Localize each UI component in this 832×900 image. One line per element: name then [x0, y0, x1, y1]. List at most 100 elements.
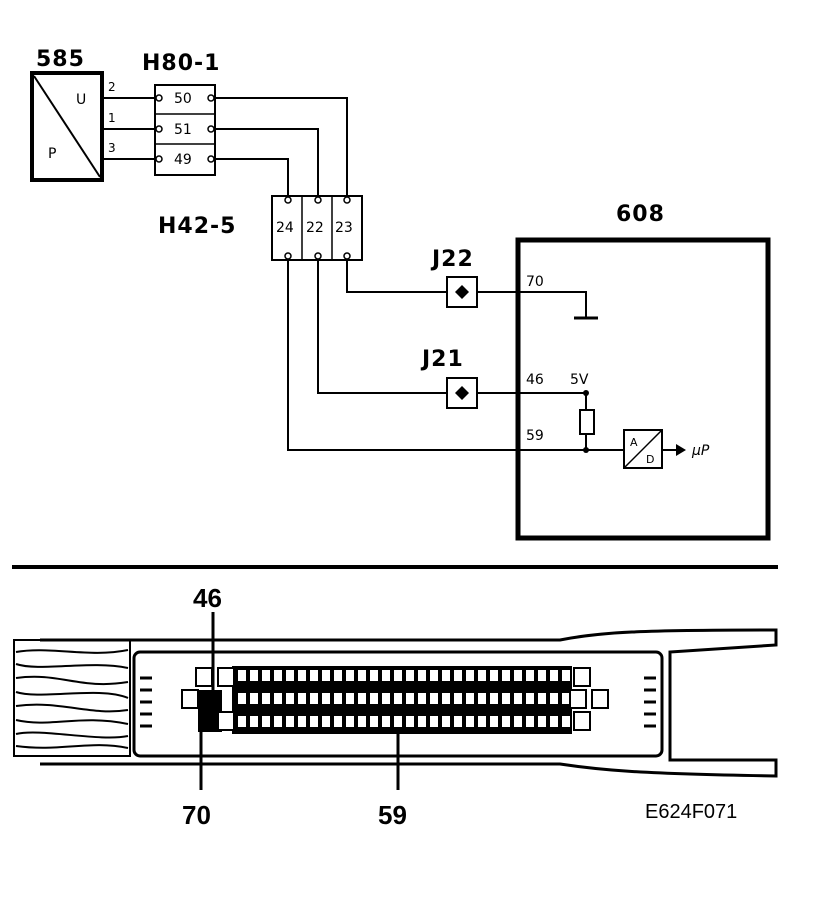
connector-pin	[478, 670, 486, 681]
connector-pin	[526, 670, 534, 681]
connector-pin	[538, 670, 546, 681]
sensor-label-p: P	[48, 146, 56, 162]
h80-pin-50: 50	[174, 91, 192, 107]
connector-pin	[466, 693, 474, 704]
connector-pin	[370, 693, 378, 704]
pullup-resistor	[579, 409, 595, 435]
wire-bundle	[13, 639, 131, 757]
connector-pin	[466, 670, 474, 681]
connector-pin	[322, 693, 330, 704]
connector-pin	[550, 693, 558, 704]
ecu-608: 608 70 46 59 5V A D μP	[515, 202, 771, 541]
connector-pin	[550, 670, 558, 681]
connector-pin	[286, 693, 294, 704]
connector-pin	[322, 716, 330, 727]
connector-pin	[514, 693, 522, 704]
connector-pin	[322, 670, 330, 681]
connector-pin	[358, 670, 366, 681]
ecu-supply-5v: 5V	[570, 372, 589, 388]
connector-h42-body	[271, 195, 363, 261]
figure-code: E624F071	[645, 801, 737, 823]
connector-pin	[262, 693, 270, 704]
connector-pin	[514, 716, 522, 727]
connector-pin	[394, 693, 402, 704]
callout-59: 59	[378, 800, 407, 830]
sensor-pin-1: 1	[108, 111, 116, 125]
connector-pin	[526, 716, 534, 727]
connector-pin	[550, 716, 558, 727]
ecu-id: 608	[616, 202, 665, 227]
connector-pin	[394, 670, 402, 681]
connector-pin	[466, 716, 474, 727]
h42-pin-23: 23	[335, 220, 353, 236]
ecu-body	[515, 237, 771, 541]
connector-pin	[286, 670, 294, 681]
sensor-id: 585	[36, 47, 85, 72]
connector-pin	[562, 716, 570, 727]
connector-pin	[406, 693, 414, 704]
connector-pin	[538, 716, 546, 727]
connector-h80-id: H80-1	[142, 51, 220, 76]
connector-pin	[238, 716, 246, 727]
ecu-pin-59: 59	[526, 428, 544, 444]
connector-pin	[430, 716, 438, 727]
connector-pin	[250, 716, 258, 727]
h42-pin-22: 22	[306, 220, 324, 236]
junction-j22-label: J22	[430, 247, 474, 272]
connector-pin	[478, 693, 486, 704]
pin-rows	[238, 670, 570, 727]
connector-pin	[334, 693, 342, 704]
connector-view: 46 70 59 E624F071	[13, 583, 778, 830]
connector-pin	[430, 670, 438, 681]
connector-pin	[310, 670, 318, 681]
connector-pin	[418, 693, 426, 704]
sensor-wires	[102, 97, 157, 160]
connector-pin	[502, 716, 510, 727]
connector-pin	[490, 716, 498, 727]
connector-pin	[274, 716, 282, 727]
sensor-pin-2: 2	[108, 80, 116, 94]
connector-pin	[238, 693, 246, 704]
connector-pin	[454, 693, 462, 704]
connector-pin	[310, 716, 318, 727]
connector-pin	[346, 716, 354, 727]
connector-h80-1: H80-1 50 51 49	[142, 51, 220, 176]
connector-pin	[346, 693, 354, 704]
connector-pin	[334, 716, 342, 727]
connector-h42-5: H42-5 24 22 23	[158, 195, 363, 261]
h80-pin-49: 49	[174, 152, 192, 168]
h80-h42-wires	[214, 97, 348, 196]
sensor-label-u: U	[76, 92, 86, 108]
connector-pin	[274, 693, 282, 704]
connector-pin	[490, 693, 498, 704]
connector-pin	[562, 670, 570, 681]
connector-pin	[406, 716, 414, 727]
connector-pin	[562, 693, 570, 704]
connector-pin	[442, 693, 450, 704]
connector-pin	[250, 693, 258, 704]
h42-pin-24: 24	[276, 220, 294, 236]
h42-ecu-wires	[287, 259, 518, 451]
connector-housing	[40, 628, 778, 778]
connector-pin	[358, 693, 366, 704]
sensor-pin-3: 3	[108, 141, 116, 155]
connector-pin	[382, 693, 390, 704]
connector-pin	[238, 670, 246, 681]
connector-pin	[502, 670, 510, 681]
connector-pin	[454, 716, 462, 727]
connector-pin	[334, 670, 342, 681]
ecu-pin-46: 46	[526, 372, 544, 388]
connector-pin	[538, 693, 546, 704]
connector-pin	[502, 693, 510, 704]
connector-pin	[298, 716, 306, 727]
callout-70: 70	[182, 800, 211, 830]
connector-pin	[358, 716, 366, 727]
connector-pin	[250, 670, 258, 681]
connector-pin	[262, 670, 270, 681]
connector-pin	[298, 693, 306, 704]
connector-pin	[286, 716, 294, 727]
connector-pin	[442, 716, 450, 727]
junction-j22: J22	[430, 247, 478, 308]
connector-pin	[310, 693, 318, 704]
connector-pin	[406, 670, 414, 681]
